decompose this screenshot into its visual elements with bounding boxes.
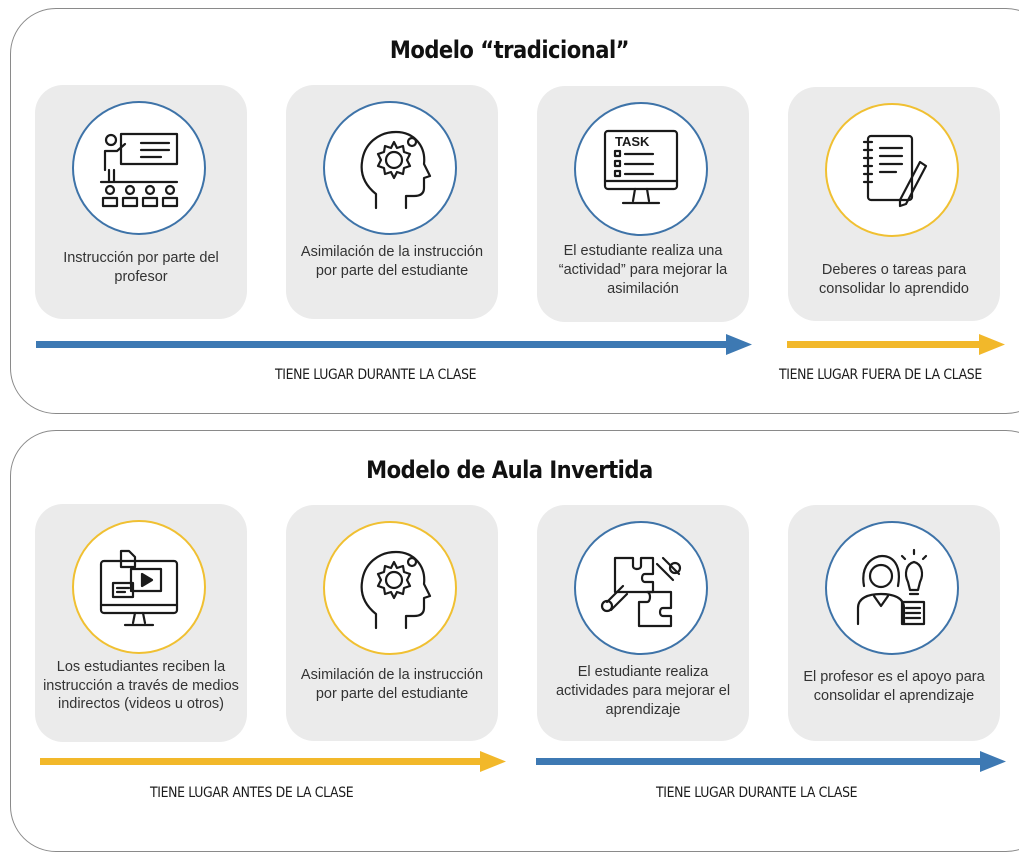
card-icon-circle [323,521,457,655]
card-text: Los estudiantes reciben la instrucción a… [43,659,239,712]
card-assimilation-flipped: Asimilación de la instrucción por parte … [286,505,498,741]
card-icon-circle [72,101,206,235]
during-class-label-flipped: TIENE LUGAR DURANTE LA CLASE [656,785,858,801]
card-text: Asimilación de la instrucción por parte … [300,244,484,279]
outside-class-label: TIENE LUGAR FUERA DE LA CLASE [779,367,982,383]
puzzle-hands-icon [600,556,682,628]
teacher-presentation-icon [99,132,179,208]
card-icon-circle [323,101,457,235]
before-class-arrow [40,751,506,772]
head-gear-icon [360,550,432,630]
card-activity: TASK El estudiante realiza una “activida… [537,86,749,322]
card-icon-circle [72,520,206,654]
flipped-model-title: Modelo de Aula Invertida [366,456,653,484]
card-text: El estudiante realiza una “actividad” pa… [558,243,728,297]
video-monitor-icon [99,549,179,627]
card-teacher-instruction: Instrucción por parte del profesor [35,85,247,319]
before-class-label: TIENE LUGAR ANTES DE LA CLASE [150,785,354,801]
card-text: Deberes o tareas para consolidar lo apre… [819,262,969,297]
card-teacher-support: El profesor es el apoyo para consolidar … [788,505,1000,741]
card-icon-circle [574,521,708,655]
head-gear-icon [360,130,432,210]
card-assimilation: Asimilación de la instrucción por parte … [286,85,498,319]
card-text: Asimilación de la instrucción por parte … [300,667,484,702]
card-indirect-media: Los estudiantes reciben la instrucción a… [35,504,247,742]
card-text: El profesor es el apoyo para consolidar … [803,669,985,704]
card-activities: El estudiante realiza actividades para m… [537,505,749,741]
card-icon-circle [825,103,959,237]
card-text: Instrucción por parte del profesor [63,250,219,285]
card-text: El estudiante realiza actividades para m… [555,664,731,718]
during-class-label: TIENE LUGAR DURANTE LA CLASE [275,367,477,383]
teacher-idea-icon [856,548,928,626]
task-monitor-icon: TASK [603,129,679,205]
card-icon-circle [825,521,959,655]
traditional-model-title: Modelo “tradicional” [389,36,630,64]
card-homework: Deberes o tareas para consolidar lo apre… [788,87,1000,321]
card-icon-circle: TASK [574,102,708,236]
task-label: TASK [615,134,650,149]
during-class-arrow [36,334,752,355]
notebook-pencil-icon [862,134,928,208]
during-class-arrow-flipped [536,751,1006,772]
outside-class-arrow [787,334,1005,355]
